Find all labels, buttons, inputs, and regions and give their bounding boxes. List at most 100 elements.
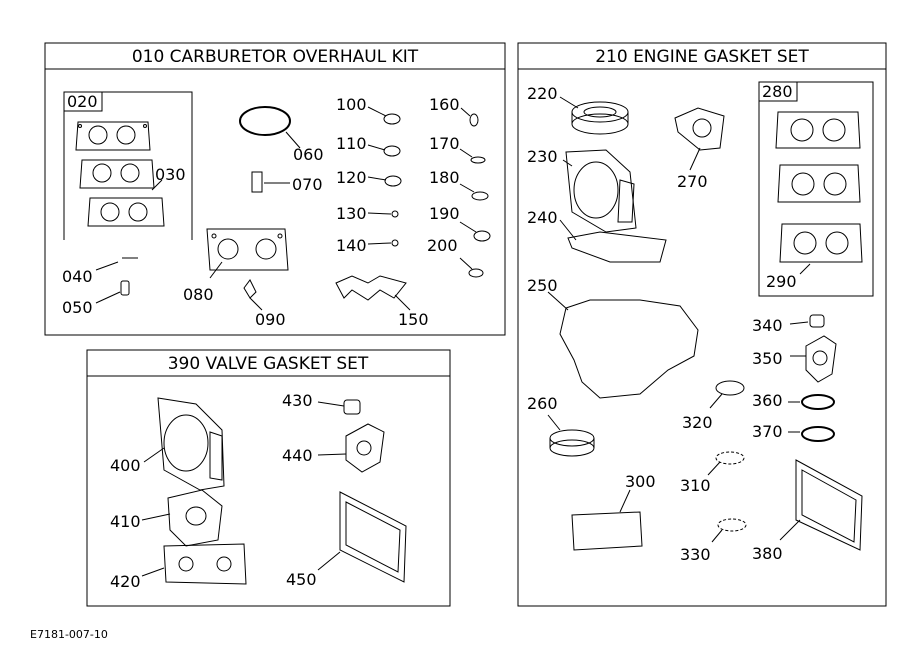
panel-engine-gasket-set: 210 ENGINE GASKET SET 280 290 — [517, 42, 887, 607]
label-060: 060 — [293, 145, 324, 164]
leader-110 — [367, 144, 386, 151]
label-100: 100 — [336, 95, 367, 114]
part-200 — [468, 268, 484, 278]
label-120: 120 — [336, 168, 367, 187]
leader-190 — [459, 221, 477, 233]
label-260: 260 — [527, 394, 558, 413]
subkit-280: 280 — [758, 81, 874, 297]
leader-310 — [707, 461, 721, 476]
gasket-030 — [87, 197, 165, 227]
part-120 — [384, 175, 402, 187]
label-130: 130 — [336, 204, 367, 223]
gasket-280-b — [777, 164, 861, 203]
part-360-oring — [801, 394, 835, 410]
part-270 — [674, 107, 725, 151]
part-110 — [383, 145, 401, 157]
panel-frame — [517, 42, 887, 607]
leader-160 — [460, 107, 471, 117]
label-150: 150 — [398, 310, 429, 329]
part-190 — [473, 230, 491, 242]
part-370-oring — [801, 426, 835, 442]
label-330: 330 — [680, 545, 711, 564]
part-150 — [335, 275, 407, 301]
label-090: 090 — [255, 310, 286, 329]
label-190: 190 — [429, 204, 460, 223]
panel-title: 390 VALVE GASKET SET — [168, 354, 369, 374]
leader-100 — [367, 106, 387, 117]
leader-380 — [779, 519, 801, 541]
leader-230 — [562, 159, 573, 167]
part-160 — [469, 113, 479, 127]
part-230-head-gasket — [565, 149, 637, 233]
leader-080 — [209, 261, 223, 279]
leader-060 — [285, 131, 301, 149]
part-420 — [163, 543, 247, 585]
label-290: 290 — [766, 272, 797, 291]
gasket-080 — [206, 228, 289, 271]
part-220-seal — [571, 101, 629, 135]
label-380: 380 — [752, 544, 783, 563]
part-440 — [345, 423, 385, 473]
part-070 — [251, 171, 263, 193]
leader-180 — [459, 183, 475, 193]
label-070: 070 — [292, 175, 323, 194]
label-230: 230 — [527, 147, 558, 166]
part-310 — [715, 451, 745, 465]
part-340 — [809, 314, 825, 328]
label-180: 180 — [429, 168, 460, 187]
label-270: 270 — [677, 172, 708, 191]
diagram-code: E7181-007-10 — [30, 628, 108, 641]
leader-450 — [317, 551, 341, 571]
part-240 — [567, 231, 667, 263]
part-140 — [391, 239, 399, 247]
part-060-oring — [239, 106, 291, 136]
label-370: 370 — [752, 422, 783, 441]
part-100 — [383, 113, 401, 125]
part-300 — [571, 511, 643, 551]
label-160: 160 — [429, 95, 460, 114]
leader-170 — [459, 148, 473, 158]
leader-340 — [789, 321, 809, 325]
part-170 — [470, 156, 486, 164]
leader-440 — [317, 453, 347, 456]
part-380 — [795, 459, 863, 551]
leader-220 — [559, 96, 579, 109]
leader-140 — [367, 242, 392, 245]
label-450: 450 — [286, 570, 317, 589]
label-240: 240 — [527, 208, 558, 227]
leader-410 — [141, 513, 171, 521]
leader-400 — [143, 447, 165, 463]
leader-320 — [709, 393, 723, 409]
label-040: 040 — [62, 267, 93, 286]
subkit-label-280: 280 — [762, 82, 793, 101]
part-350 — [805, 335, 837, 383]
leader-240 — [559, 219, 577, 241]
leader-030 — [151, 179, 163, 191]
leader-200 — [459, 257, 473, 270]
part-400-head-gasket — [157, 397, 225, 491]
label-220: 220 — [527, 84, 558, 103]
part-320 — [715, 380, 745, 396]
leader-330 — [711, 529, 723, 543]
gasket-280-a — [775, 111, 861, 149]
leader-290 — [799, 263, 811, 275]
label-170: 170 — [429, 134, 460, 153]
label-340: 340 — [752, 316, 783, 335]
label-110: 110 — [336, 134, 367, 153]
label-310: 310 — [680, 476, 711, 495]
leader-050 — [95, 291, 121, 304]
label-030: 030 — [155, 165, 186, 184]
label-420: 420 — [110, 572, 141, 591]
leader-040 — [95, 261, 119, 271]
label-250: 250 — [527, 276, 558, 295]
label-200: 200 — [427, 236, 458, 255]
part-450 — [339, 491, 407, 583]
part-090 — [243, 279, 257, 299]
part-430 — [343, 399, 361, 415]
part-410 — [167, 489, 223, 547]
part-260-seal — [549, 429, 595, 457]
panel-title: 210 ENGINE GASKET SET — [595, 47, 809, 67]
panel-valve-gasket-set: 390 VALVE GASKET SET 400 410 420 430 440 — [86, 349, 451, 607]
leader-090 — [249, 297, 263, 311]
